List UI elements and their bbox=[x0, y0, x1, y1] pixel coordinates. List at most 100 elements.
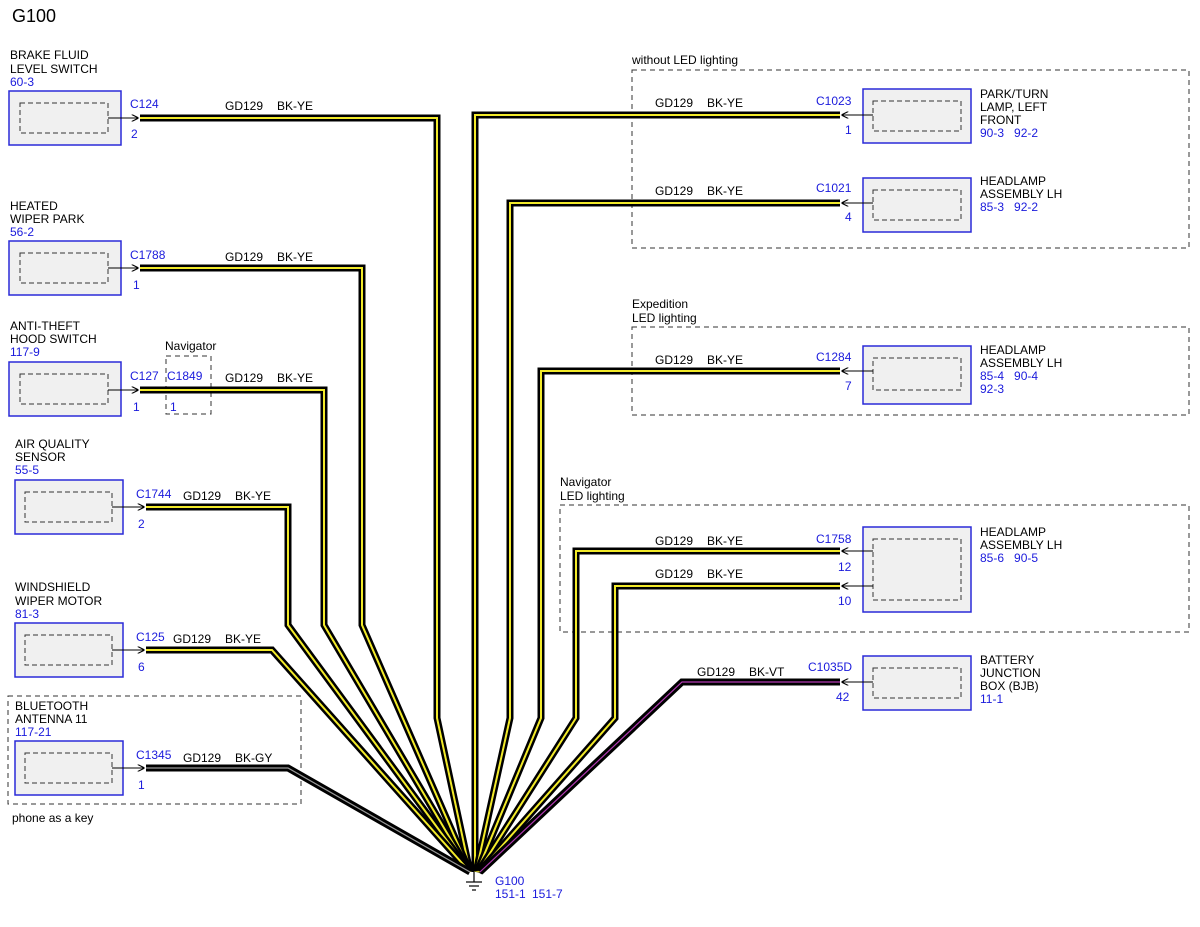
circuit-label: GD129 bbox=[183, 751, 221, 765]
component-name-line: AIR QUALITY bbox=[15, 437, 90, 451]
component-name-line: ASSEMBLY LH bbox=[980, 187, 1062, 201]
circuit-label: GD129 bbox=[655, 567, 693, 581]
wire-c1788-stripe bbox=[140, 267, 471, 873]
wire-harness bbox=[140, 111, 840, 876]
connector-id: C1023 bbox=[816, 94, 852, 108]
component-name-line: WIPER MOTOR bbox=[15, 594, 102, 608]
component-inner bbox=[872, 667, 962, 699]
wire-c124-stripe bbox=[140, 117, 471, 873]
wire-color-label: BK-YE bbox=[707, 184, 743, 198]
component-name-line: ANTI-THEFT bbox=[10, 319, 81, 333]
pin-number: 1 bbox=[133, 278, 140, 292]
connector-id: C127 bbox=[130, 369, 159, 383]
component-ref: 60-3 bbox=[10, 75, 34, 89]
circuit-label: GD129 bbox=[173, 632, 211, 646]
component-ref: 90-3 92-2 bbox=[980, 126, 1038, 140]
component-name-line: PARK/TURN bbox=[980, 87, 1048, 101]
wire-c1035d-stripe bbox=[479, 681, 840, 873]
navigator-option-label: Navigator bbox=[165, 339, 216, 353]
component-name-line: ASSEMBLY LH bbox=[980, 538, 1062, 552]
wire-c1284-stripe bbox=[476, 370, 840, 873]
pin-number: 6 bbox=[138, 660, 145, 674]
component-name-line: HEADLAMP bbox=[980, 343, 1046, 357]
wire-color-label: BK-YE bbox=[707, 567, 743, 581]
wire-color-label: BK-YE bbox=[277, 371, 313, 385]
component-name-line: BATTERY bbox=[980, 653, 1034, 667]
component-brake-fluid-level-switch: BRAKE FLUID LEVEL SWITCH 60-3 C124 2 GD1… bbox=[8, 48, 313, 146]
group-phone-key-box bbox=[7, 695, 302, 805]
component-inner bbox=[872, 357, 962, 391]
component-headlamp-assembly-lh-c1021: C1021 4 GD129 BK-YE HEADLAMP ASSEMBLY LH… bbox=[655, 174, 1062, 233]
component-name-line: LAMP, LEFT bbox=[980, 100, 1048, 114]
component-name-line: ANTENNA 11 bbox=[15, 712, 88, 726]
circuit-label: GD129 bbox=[655, 184, 693, 198]
diagram-title: G100 bbox=[12, 6, 56, 26]
component-box bbox=[862, 526, 972, 613]
pin-number: 1 bbox=[133, 400, 140, 414]
component-bluetooth-antenna-11: BLUETOOTH ANTENNA 11 117-21 C1345 1 GD12… bbox=[14, 699, 272, 796]
component-ref: 56-2 bbox=[10, 225, 34, 239]
component-box bbox=[862, 345, 972, 405]
component-name-line: HEADLAMP bbox=[980, 174, 1046, 188]
pin-number: 10 bbox=[838, 594, 852, 608]
component-ref: 85-6 90-5 bbox=[980, 551, 1038, 565]
component-box bbox=[8, 90, 122, 146]
component-inner bbox=[24, 634, 113, 666]
connector-id: C125 bbox=[136, 630, 165, 644]
wire-color-label: BK-VT bbox=[749, 665, 785, 679]
component-inner bbox=[19, 373, 109, 405]
component-inner bbox=[872, 538, 962, 601]
ground-icon bbox=[466, 872, 482, 891]
group-phone-key-label: phone as a key bbox=[12, 811, 93, 825]
component-box bbox=[862, 177, 972, 233]
component-headlamp-assembly-lh-c1284: C1284 7 GD129 BK-YE HEADLAMP ASSEMBLY LH… bbox=[655, 343, 1062, 405]
component-box bbox=[14, 479, 124, 535]
connector-id: C1788 bbox=[130, 248, 166, 262]
component-box bbox=[8, 361, 122, 417]
pin-number: 7 bbox=[845, 379, 852, 393]
component-inner bbox=[24, 491, 113, 523]
wire-c1849-stripe bbox=[140, 389, 471, 873]
component-name-line: BOX (BJB) bbox=[980, 679, 1039, 693]
wire-c1758-pin10-stripe bbox=[478, 585, 840, 873]
wire-color-label: BK-YE bbox=[707, 353, 743, 367]
component-ref: 117-21 bbox=[15, 725, 52, 739]
component-name-line: FRONT bbox=[980, 113, 1022, 127]
ground-ref-1: 151-1 bbox=[495, 887, 526, 901]
connector-id: C1035D bbox=[808, 660, 852, 674]
group-without-led-box bbox=[631, 69, 1190, 249]
wire-c1345-stripe bbox=[146, 767, 471, 873]
component-ref: 81-3 bbox=[15, 607, 39, 621]
circuit-label: GD129 bbox=[655, 96, 693, 110]
component-inner bbox=[872, 100, 962, 132]
component-heated-wiper-park: HEATED WIPER PARK 56-2 C1788 1 GD129 BK-… bbox=[8, 199, 313, 296]
component-box bbox=[862, 88, 972, 144]
group-expedition-label-2: LED lighting bbox=[632, 311, 697, 325]
component-box bbox=[862, 655, 972, 711]
pin-number: 4 bbox=[845, 210, 852, 224]
component-box bbox=[8, 240, 122, 296]
navigator-inline-box bbox=[165, 355, 212, 415]
component-name-line: HOOD SWITCH bbox=[10, 332, 97, 346]
component-name-line: HEATED bbox=[10, 199, 58, 213]
wire-c1035d bbox=[477, 678, 840, 875]
group-navigator-label-2: LED lighting bbox=[560, 489, 625, 503]
wire-color-label: BK-GY bbox=[235, 751, 272, 765]
component-box bbox=[14, 740, 124, 796]
component-battery-junction-box: C1035D 42 GD129 BK-VT BATTERY JUNCTION B… bbox=[697, 653, 1041, 711]
inline-connector-id: C1849 bbox=[167, 369, 203, 383]
component-name-line: HEADLAMP bbox=[980, 525, 1046, 539]
component-headlamp-assembly-lh-c1758: C1758 12 10 GD129 BK-YE GD129 BK-YE HEAD… bbox=[655, 525, 1062, 613]
connector-id: C124 bbox=[130, 97, 159, 111]
circuit-label: GD129 bbox=[225, 99, 263, 113]
component-inner bbox=[19, 102, 109, 134]
wire-color-label: BK-YE bbox=[235, 489, 271, 503]
wire-color-label: BK-YE bbox=[707, 534, 743, 548]
component-ref: 55-5 bbox=[15, 463, 39, 477]
wire-color-label: BK-YE bbox=[277, 250, 313, 264]
wire-c1284 bbox=[473, 367, 840, 874]
wire-c125-stripe bbox=[146, 649, 471, 873]
circuit-label: GD129 bbox=[697, 665, 735, 679]
connector-id: C1284 bbox=[816, 350, 852, 364]
